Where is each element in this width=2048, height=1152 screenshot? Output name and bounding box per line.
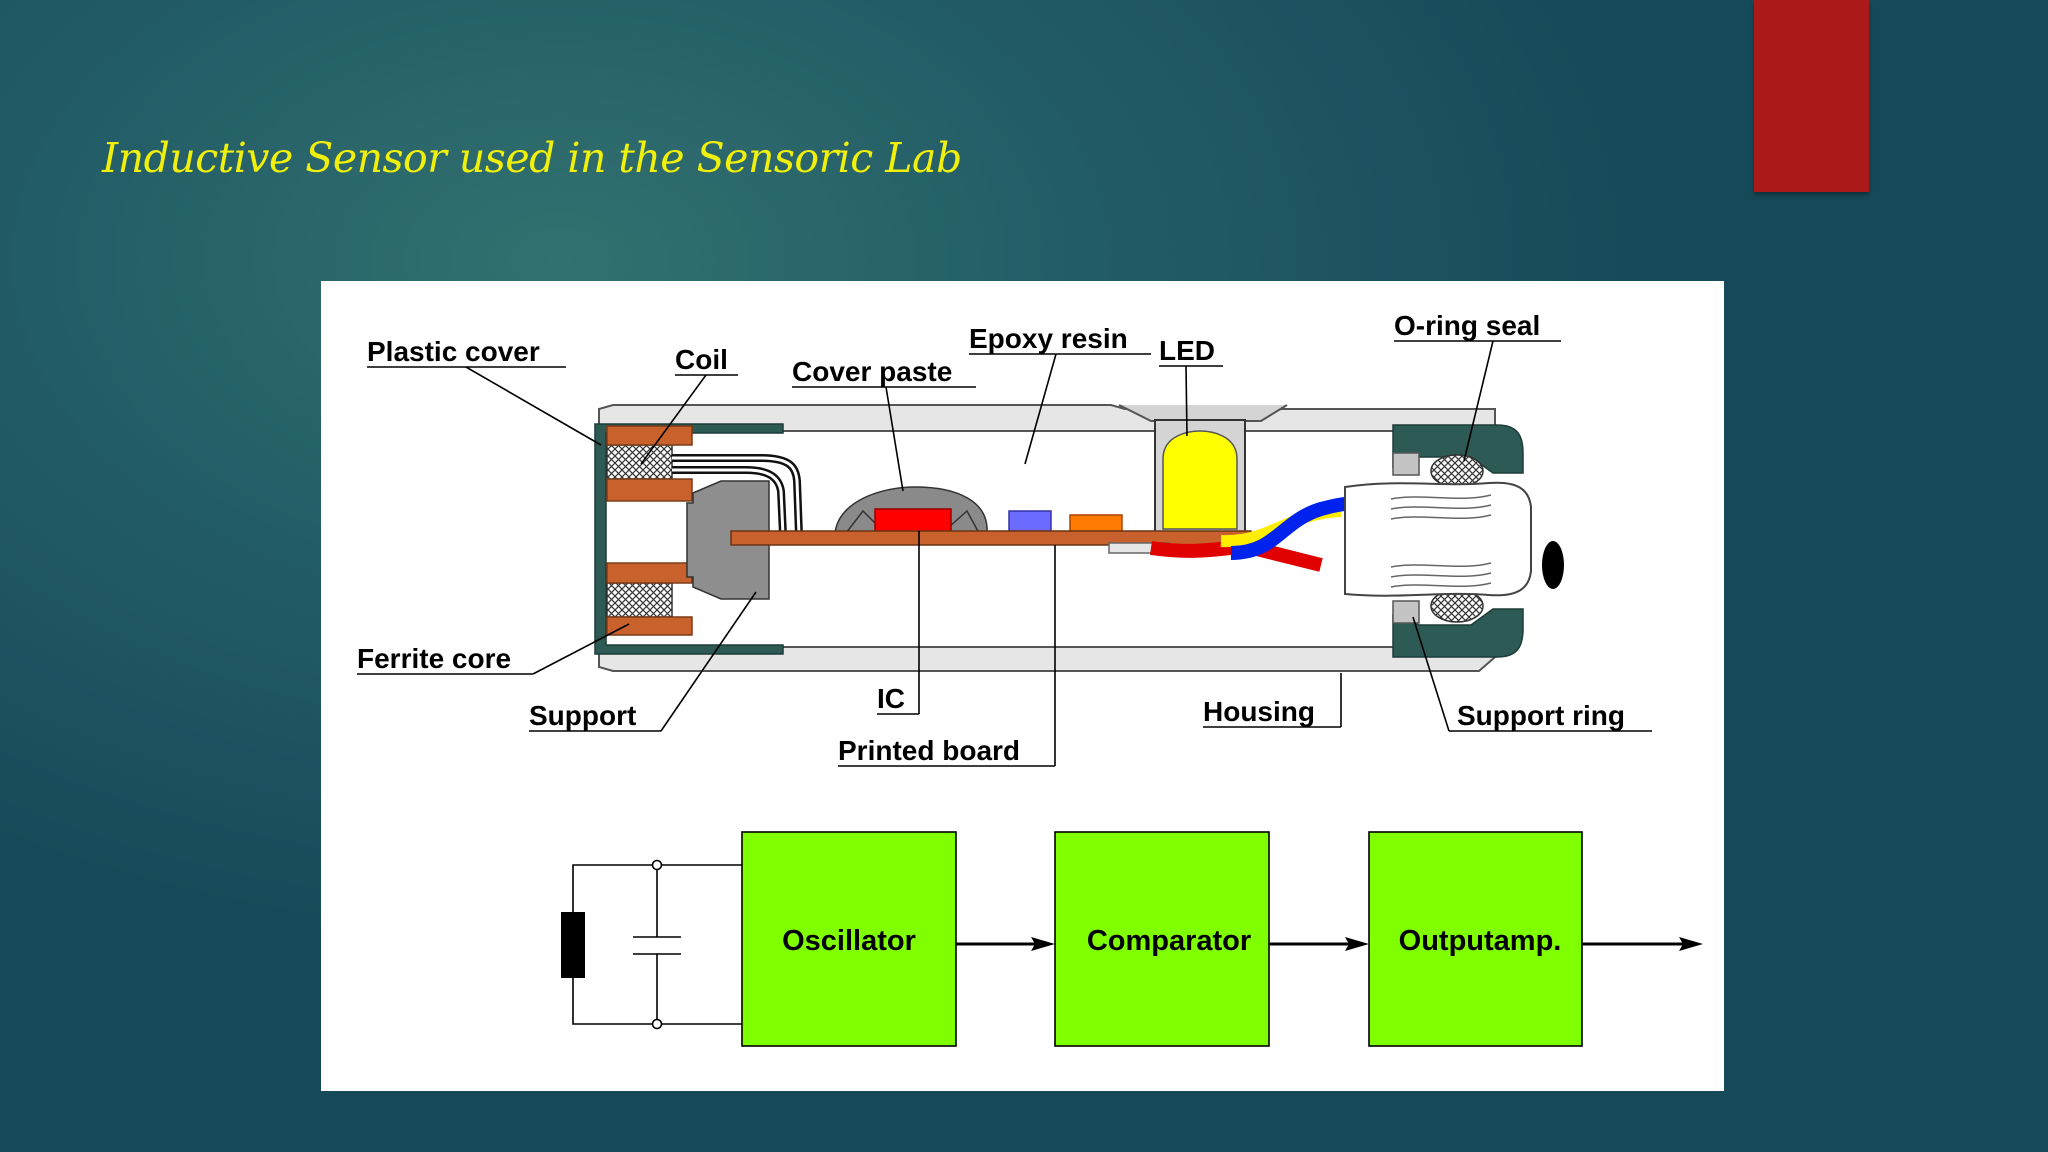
plastic-cover xyxy=(594,423,784,655)
leader-lines xyxy=(465,340,1494,766)
coil-winding-bottom xyxy=(606,582,673,618)
label-led: LED xyxy=(1159,335,1215,366)
oscillator-block xyxy=(741,831,957,1047)
core-support xyxy=(686,480,770,600)
accent-tab xyxy=(1754,0,1869,192)
sensor-diagram: Plastic cover Coil Cover paste Epoxy res… xyxy=(357,310,1703,1047)
label-ferrite-core: Ferrite core xyxy=(357,643,511,674)
cable-end xyxy=(1542,541,1564,589)
led-window xyxy=(1118,404,1288,422)
support-ring xyxy=(1392,424,1524,658)
sensor-figure: Plastic cover Coil Cover paste Epoxy res… xyxy=(321,281,1724,1091)
label-support-ring: Support ring xyxy=(1457,700,1625,731)
label-housing: Housing xyxy=(1203,696,1315,727)
ic-chip xyxy=(874,508,952,534)
comparator-block xyxy=(1054,831,1270,1047)
part-labels: Plastic cover Coil Cover paste Epoxy res… xyxy=(357,310,1652,767)
signal-arrows xyxy=(956,937,1703,951)
comparator-label: Comparator xyxy=(1087,925,1251,957)
label-support: Support xyxy=(529,700,636,731)
label-ic: IC xyxy=(877,683,905,714)
oscillator-label: Oscillator xyxy=(782,925,916,957)
label-epoxy-resin: Epoxy resin xyxy=(969,323,1128,354)
label-coil: Coil xyxy=(675,344,728,375)
label-plastic-cover: Plastic cover xyxy=(367,336,540,367)
outputamp-label: Outputamp. xyxy=(1399,925,1562,957)
printed-board xyxy=(730,530,1252,546)
cable-gland xyxy=(1344,481,1532,597)
block-diagram: Oscillator Comparator Outputamp. xyxy=(561,831,1703,1047)
led-body xyxy=(1162,430,1238,530)
coil-leads xyxy=(672,454,803,536)
coil-winding-top xyxy=(606,444,673,480)
slide-title: Inductive Sensor used in the Sensoric La… xyxy=(102,134,962,182)
ferrite-core xyxy=(606,425,693,636)
label-cover-paste: Cover paste xyxy=(792,356,952,387)
outputamp-block xyxy=(1368,831,1583,1047)
smd-component-blue xyxy=(1008,510,1052,534)
sensor-cutaway xyxy=(594,404,1564,672)
label-printed-board: Printed board xyxy=(838,735,1020,766)
label-o-ring-seal: O-ring seal xyxy=(1394,310,1540,341)
inductor-coil xyxy=(561,912,585,978)
lc-tank-circuit xyxy=(572,859,742,1030)
